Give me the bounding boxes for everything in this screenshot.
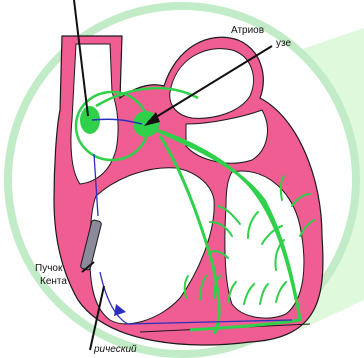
kent-bundle-label-line1: Пучок <box>35 263 62 274</box>
kent-bundle-label-line2: Кента <box>40 276 67 287</box>
bottom-label: рический <box>94 344 137 355</box>
av-node-label-line2: узе <box>276 38 291 49</box>
av-node-label-line1: Атриов <box>231 25 264 36</box>
